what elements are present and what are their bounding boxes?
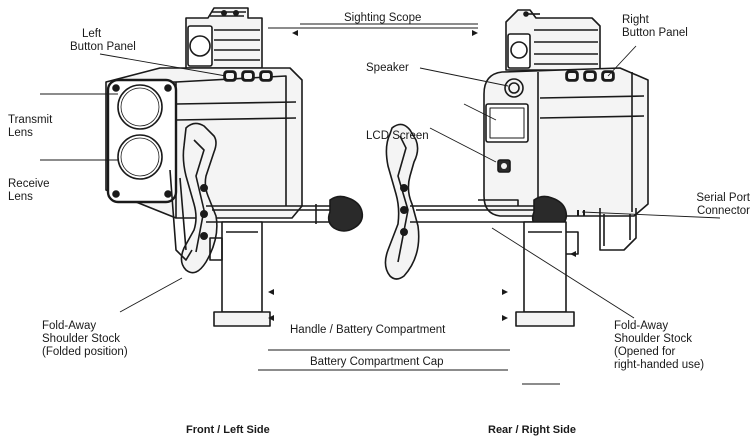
caption-front-left-side: Front / Left Side bbox=[186, 424, 270, 436]
rear-lcd-screen bbox=[485, 103, 529, 143]
rear-sighting-scope bbox=[505, 9, 601, 71]
front-stock-arm bbox=[180, 122, 218, 274]
rear-speaker bbox=[504, 78, 524, 98]
label-transmit-lens: Transmit Lens bbox=[8, 114, 52, 140]
label-serial-port-connector: Serial Port Connector bbox=[696, 192, 750, 218]
rear-stock-arm bbox=[384, 123, 420, 280]
label-receive-lens-line2: Lens bbox=[8, 191, 33, 203]
label-stock-folded: Fold-Away Shoulder Stock (Folded positio… bbox=[42, 320, 128, 359]
front-view bbox=[105, 7, 364, 327]
label-transmit-lens-line1: Transmit bbox=[8, 114, 53, 126]
front-stock-bracket bbox=[169, 169, 193, 261]
pointer-arrows bbox=[268, 30, 576, 321]
front-sighting-scope bbox=[185, 7, 263, 69]
label-left-button-panel-line1: Left bbox=[82, 28, 102, 40]
label-right-button-panel: Right Button Panel bbox=[622, 14, 688, 40]
rear-handle bbox=[515, 221, 579, 327]
label-battery-compartment-cap: Battery Compartment Cap bbox=[310, 356, 444, 368]
label-stock-opened: Fold-Away Shoulder Stock (Opened for rig… bbox=[614, 320, 704, 372]
front-handle bbox=[209, 221, 271, 327]
label-stock-folded-line1: Fold-Away bbox=[42, 320, 97, 332]
label-left-button-panel: Left Button Panel bbox=[70, 28, 136, 54]
rear-view bbox=[384, 9, 649, 327]
label-lcd-screen: LCD Screen bbox=[366, 130, 429, 142]
rear-serial-port bbox=[497, 159, 585, 216]
label-stock-opened-line3: (Opened for bbox=[614, 346, 676, 358]
label-stock-opened-line4: right-handed use) bbox=[614, 359, 705, 371]
front-lenses bbox=[106, 78, 178, 204]
label-transmit-lens-line2: Lens bbox=[8, 127, 33, 139]
label-receive-lens: Receive Lens bbox=[8, 178, 50, 204]
label-left-button-panel-line2: Button Panel bbox=[70, 41, 136, 53]
front-crossbar bbox=[206, 195, 364, 232]
label-stock-opened-line2: Shoulder Stock bbox=[614, 333, 692, 345]
label-stock-folded-line2: Shoulder Stock bbox=[42, 333, 120, 345]
leader-lines bbox=[40, 23, 721, 385]
label-serial-port-connector-line1: Serial Port bbox=[696, 192, 750, 204]
rear-stock-bracket bbox=[599, 208, 637, 251]
label-right-button-panel-line1: Right bbox=[622, 14, 649, 26]
label-sighting-scope: Sighting Scope bbox=[344, 12, 422, 24]
label-speaker: Speaker bbox=[366, 62, 409, 74]
label-stock-folded-line3: (Folded position) bbox=[42, 346, 128, 358]
label-handle-battery-compartment: Handle / Battery Compartment bbox=[290, 324, 446, 336]
label-stock-opened-line1: Fold-Away bbox=[614, 320, 669, 332]
label-right-button-panel-line2: Button Panel bbox=[622, 27, 688, 39]
label-receive-lens-line1: Receive bbox=[8, 178, 50, 190]
label-serial-port-connector-line2: Connector bbox=[696, 205, 750, 217]
rear-button-panel bbox=[565, 70, 615, 82]
caption-rear-right-side: Rear / Right Side bbox=[488, 424, 577, 436]
front-button-panel bbox=[223, 70, 273, 82]
